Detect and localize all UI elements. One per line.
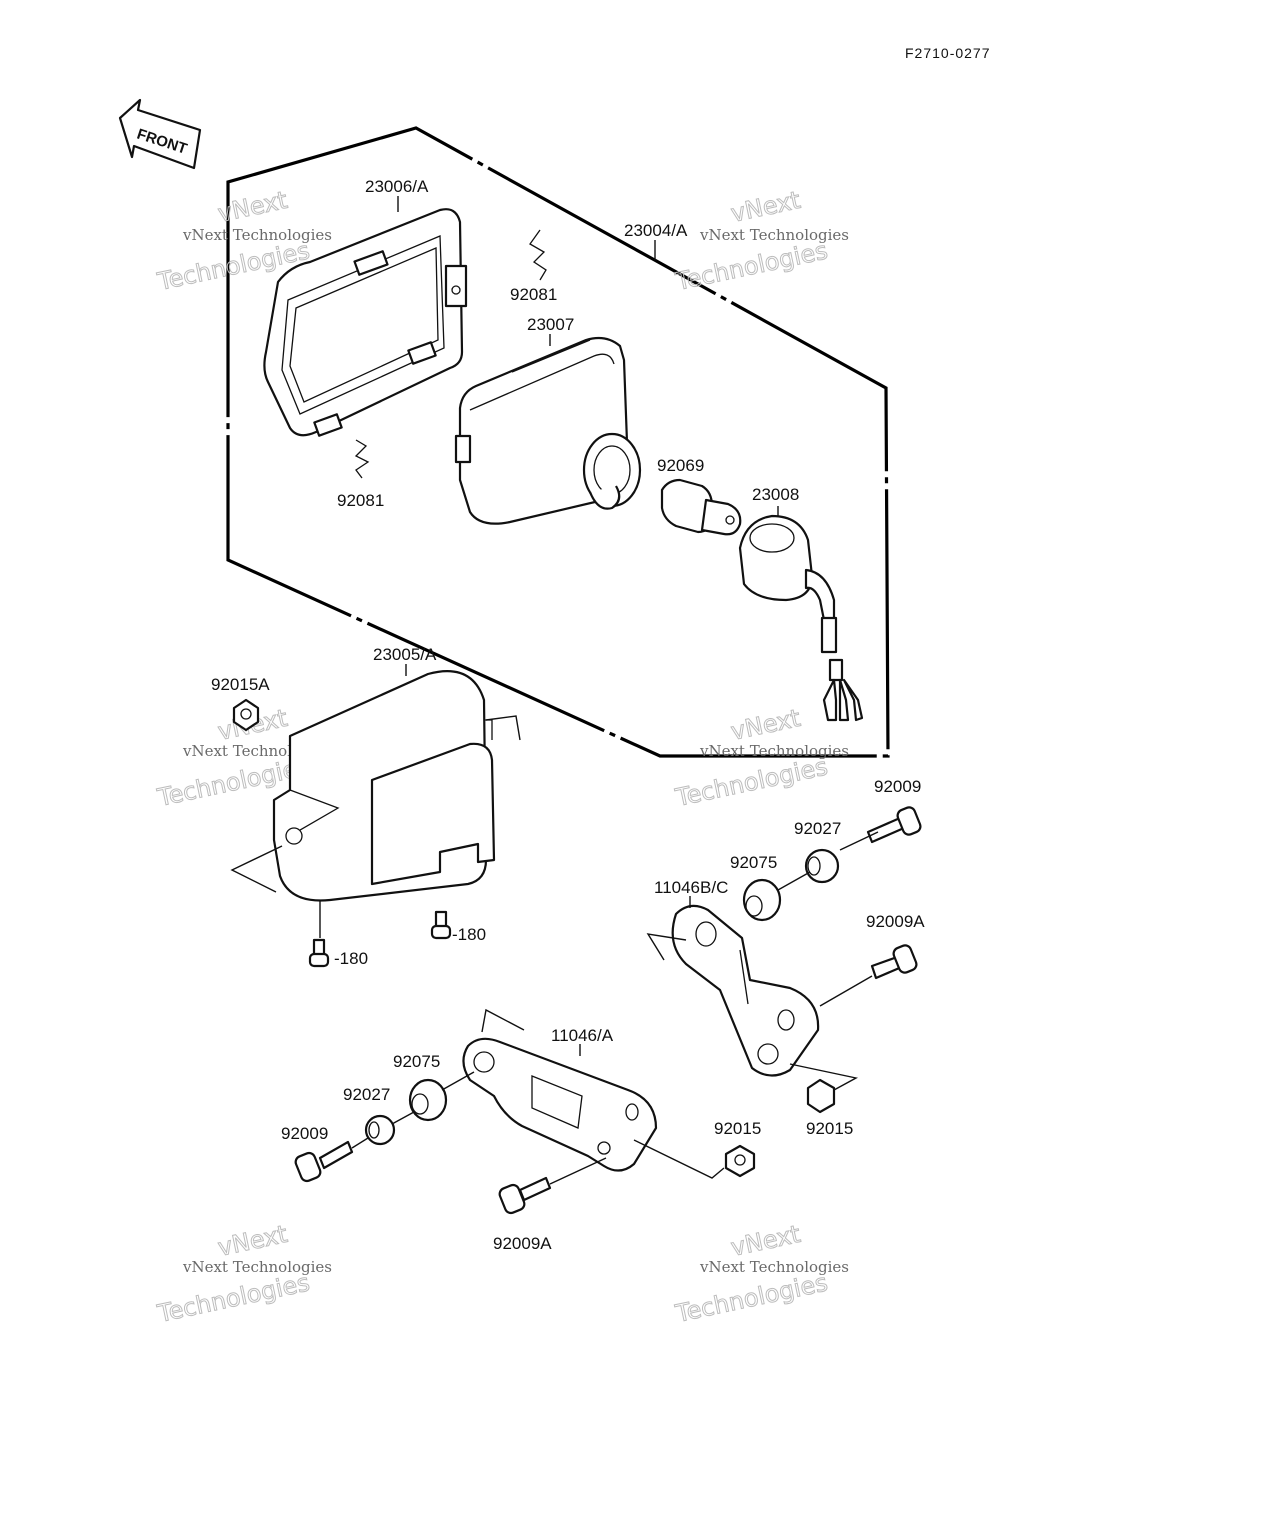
label-23004A: 23004/A (624, 221, 688, 240)
label-23005A: 23005/A (373, 645, 437, 664)
label-92015-right: 92015 (806, 1119, 853, 1138)
headlight-rim[interactable] (263, 208, 468, 437)
collar-92027-right[interactable] (804, 848, 840, 884)
headlight-unit[interactable] (454, 336, 642, 525)
bracket-11046BC[interactable] (671, 904, 820, 1077)
watermark-bottom-left: vNext vNext Technologies Technologies (154, 1219, 332, 1328)
nut-92015-right[interactable] (806, 1078, 836, 1114)
bolt-92009-right[interactable] (866, 806, 922, 844)
svg-text:vNext Technologies: vNext Technologies (182, 226, 332, 244)
bolt-92009A-bottom[interactable] (498, 1176, 552, 1215)
label-23008: 23008 (752, 485, 799, 504)
label-92015-center: 92015 (714, 1119, 761, 1138)
svg-text:vNext: vNext (215, 1220, 289, 1262)
headlight-bulb[interactable] (660, 478, 742, 536)
nut-92015-center[interactable] (724, 1144, 756, 1178)
bolt-92009A-right[interactable] (870, 944, 918, 980)
svg-text:vNext: vNext (728, 186, 802, 228)
watermark-bottom-right: vNext vNext Technologies Technologies (672, 1219, 849, 1328)
drawing-code: F2710-0277 (905, 45, 991, 61)
screw-180-right[interactable] (430, 910, 452, 940)
label-92027-right: 92027 (794, 819, 841, 838)
svg-text:Technologies: Technologies (672, 1268, 830, 1328)
label-92075-right: 92075 (730, 853, 777, 872)
collar-92027-left[interactable] (364, 1114, 396, 1146)
label-180-left: -180 (334, 949, 368, 968)
front-arrow-icon: FRONT (118, 98, 202, 170)
label-23006A: 23006/A (365, 177, 429, 196)
grommet-92075-left[interactable] (408, 1078, 448, 1122)
bulb-socket-harness[interactable] (738, 514, 864, 722)
label-92009-left: 92009 (281, 1124, 328, 1143)
svg-text:vNext Technologies: vNext Technologies (699, 1258, 849, 1276)
label-92075-left: 92075 (393, 1052, 440, 1071)
label-11046BC: 11046B/C (654, 878, 728, 897)
spring-clip-bottom[interactable] (354, 439, 370, 479)
label-92009-right: 92009 (874, 777, 921, 796)
label-92015A: 92015A (211, 675, 270, 694)
nut-92015A[interactable] (232, 698, 260, 732)
svg-text:Technologies: Technologies (672, 236, 830, 296)
grommet-92075-right[interactable] (742, 878, 782, 922)
bracket-11046A[interactable] (462, 1037, 658, 1172)
spring-clip-top[interactable] (529, 229, 547, 281)
headlight-case[interactable] (272, 670, 496, 902)
svg-text:Technologies: Technologies (154, 1268, 312, 1328)
label-92009A-right: 92009A (866, 912, 925, 931)
svg-text:vNext Technologies: vNext Technologies (699, 226, 849, 244)
label-92081-top: 92081 (510, 285, 557, 304)
label-92027-left: 92027 (343, 1085, 390, 1104)
watermark-mid-right: vNext vNext Technologies Technologies (672, 703, 849, 812)
svg-text:vNext Technologies: vNext Technologies (182, 1258, 332, 1276)
label-11046A: 11046/A (551, 1026, 614, 1045)
bolt-92009-left[interactable] (294, 1140, 354, 1183)
watermark-top-right: vNext vNext Technologies Technologies (672, 185, 849, 296)
svg-text:vNext Technologies: vNext Technologies (699, 742, 849, 760)
screw-180-left[interactable] (308, 938, 330, 968)
headlight-assembly-frame (226, 126, 890, 758)
label-92069: 92069 (657, 456, 704, 475)
label-23007: 23007 (527, 315, 574, 334)
svg-text:Technologies: Technologies (672, 752, 830, 812)
svg-text:vNext: vNext (728, 704, 802, 746)
label-92081-bottom: 92081 (337, 491, 384, 510)
label-92009A-bottom: 92009A (493, 1234, 552, 1253)
svg-text:vNext: vNext (728, 1220, 802, 1262)
label-180-right: -180 (452, 925, 486, 944)
